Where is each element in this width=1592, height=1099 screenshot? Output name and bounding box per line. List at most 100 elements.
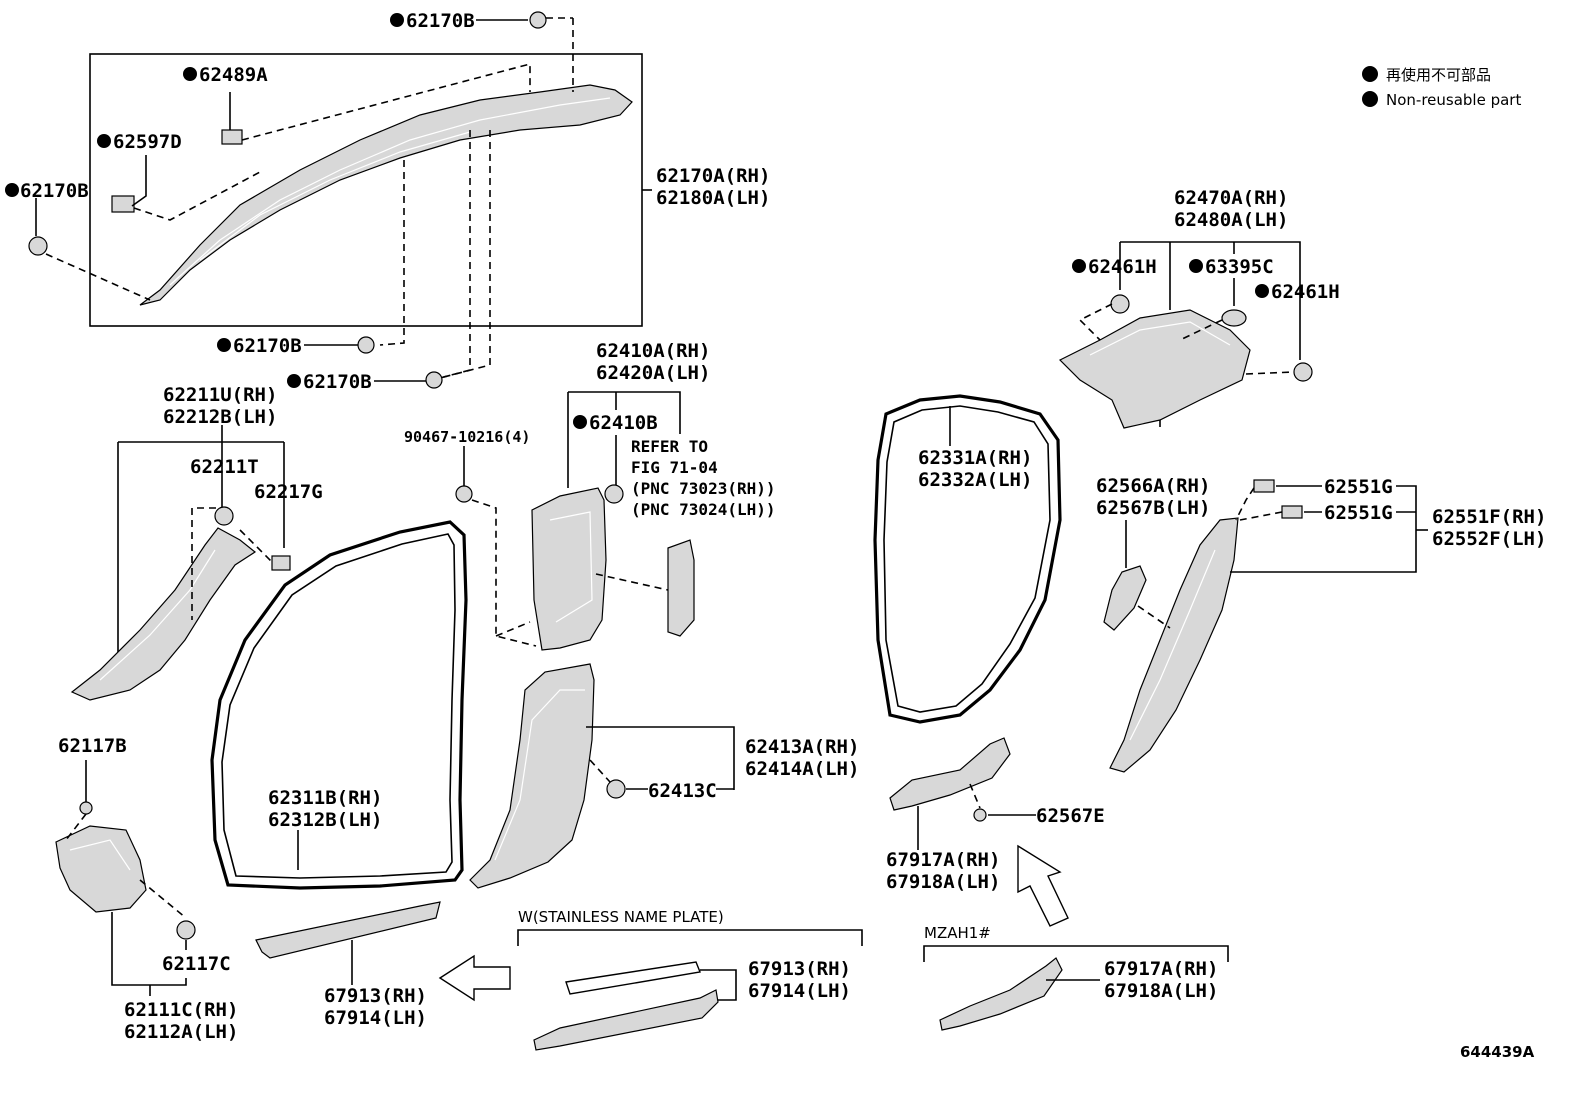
clip-62489A bbox=[221, 129, 243, 145]
front-door-weatherstrip bbox=[210, 520, 468, 890]
arrow-left-icon bbox=[438, 954, 511, 1002]
rear-pillar-group bbox=[1103, 479, 1428, 773]
label-62311B-rh: 62311B(RH) bbox=[268, 787, 382, 809]
label-62470A-rh: 62470A(RH) bbox=[1174, 187, 1288, 209]
arrow-up-icon bbox=[1017, 844, 1069, 927]
clip-62413C bbox=[606, 779, 626, 799]
center-pillar-upper-garnish-part bbox=[531, 487, 607, 651]
label-62410B: 62410B bbox=[589, 412, 658, 434]
label-refer-2: FIG 71-04 bbox=[631, 458, 718, 477]
label-62551G-a: 62551G bbox=[1324, 476, 1393, 498]
center-pillar-lower-group bbox=[469, 663, 735, 889]
clip-62461H-a bbox=[1110, 294, 1130, 314]
label-62170B-top: 62170B bbox=[406, 10, 475, 32]
front-pillar-garnish-part bbox=[70, 527, 257, 701]
label-62112A-lh: 62112A(LH) bbox=[124, 1021, 238, 1043]
label-62414A-lh: 62414A(LH) bbox=[745, 758, 859, 780]
label-62111C-rh: 62111C(RH) bbox=[124, 999, 238, 1021]
fastener-62170B-left bbox=[28, 198, 48, 256]
rear-scuff-plate-mzah-part bbox=[939, 957, 1063, 1031]
label-62170A-rh: 62170A(RH) bbox=[656, 165, 770, 187]
clip-62217G bbox=[271, 555, 291, 571]
label-62211U-rh: 62211U(RH) bbox=[163, 384, 277, 406]
label-62117B: 62117B bbox=[58, 735, 127, 757]
label-62332A-lh: 62332A(LH) bbox=[918, 469, 1032, 491]
rear-pillar-garnish-part bbox=[1109, 517, 1239, 773]
non-reusable-bullet-icon bbox=[183, 67, 197, 81]
label-62461H-b: 62461H bbox=[1271, 281, 1340, 303]
label-62170B-mid2: 62170B bbox=[303, 371, 372, 393]
non-reusable-bullet-icon bbox=[287, 374, 301, 388]
rear-door-weatherstrip bbox=[873, 394, 1062, 724]
label-62212B-lh: 62212B(LH) bbox=[163, 406, 277, 428]
clip-63395C bbox=[1221, 309, 1247, 327]
cowl-side-trim-part bbox=[55, 825, 147, 913]
mzah-group bbox=[923, 945, 1229, 1031]
label-90467: 90467-10216(4) bbox=[404, 428, 530, 446]
label-63395C: 63395C bbox=[1205, 256, 1274, 278]
clip-62551G-b bbox=[1281, 505, 1303, 519]
clip-62597D bbox=[111, 195, 135, 213]
label-refer-4: (PNC 73024(LH)) bbox=[631, 500, 776, 519]
label-62211T: 62211T bbox=[190, 456, 259, 478]
stainless-plate-group bbox=[517, 929, 863, 1051]
label-62552F-lh: 62552F(LH) bbox=[1432, 528, 1546, 550]
center-pillar-lower-garnish-part bbox=[469, 663, 595, 889]
label-67917A-rh-a: 67917A(RH) bbox=[886, 849, 1000, 871]
non-reusable-bullet-icon bbox=[1189, 259, 1203, 273]
label-62170B-left: 62170B bbox=[20, 180, 89, 202]
non-reusable-bullet-icon bbox=[573, 415, 587, 429]
roof-rail-group bbox=[45, 18, 652, 379]
label-62117C: 62117C bbox=[162, 953, 231, 975]
roof-side-rail-part bbox=[139, 84, 633, 306]
clip-62410B bbox=[604, 484, 624, 504]
non-reusable-bullet-icon bbox=[1362, 66, 1378, 82]
rear-roof-side-group bbox=[1058, 241, 1313, 429]
label-67914-lh-a: 67914(LH) bbox=[324, 1007, 427, 1029]
clip-62461H-b bbox=[1293, 362, 1313, 382]
rear-roof-side-garnish-part bbox=[1058, 309, 1251, 429]
label-w-stainless: W(STAINLESS NAME PLATE) bbox=[518, 908, 724, 926]
seat-belt-guide-part bbox=[667, 539, 695, 637]
non-reusable-bullet-icon bbox=[5, 183, 19, 197]
label-67913-rh-b: 67913(RH) bbox=[748, 958, 851, 980]
legend-jp: 再使用不可部品 bbox=[1386, 66, 1491, 84]
label-62567E: 62567E bbox=[1036, 805, 1105, 827]
label-62566A-rh: 62566A(RH) bbox=[1096, 475, 1210, 497]
fastener-62170B-top bbox=[476, 11, 573, 29]
clip-62567E bbox=[973, 808, 987, 822]
clip-62117C bbox=[176, 920, 196, 940]
legend-en: Non-reusable part bbox=[1386, 91, 1521, 109]
clip-62551G-a bbox=[1253, 479, 1275, 493]
rear-scuff-plate-group bbox=[889, 737, 1069, 927]
non-reusable-bullet-icon bbox=[217, 338, 231, 352]
label-62551G-b: 62551G bbox=[1324, 502, 1393, 524]
label-62461H-a: 62461H bbox=[1088, 256, 1157, 278]
label-67917A-rh-b: 67917A(RH) bbox=[1104, 958, 1218, 980]
center-pillar-upper-group bbox=[455, 391, 695, 651]
label-62413A-rh: 62413A(RH) bbox=[745, 736, 859, 758]
label-67918A-lh-b: 67918A(LH) bbox=[1104, 980, 1218, 1002]
label-62170B-mid1: 62170B bbox=[233, 335, 302, 357]
rear-scuff-plate-part bbox=[889, 737, 1011, 811]
label-62551F-rh: 62551F(RH) bbox=[1432, 506, 1546, 528]
label-refer-1: REFER TO bbox=[631, 437, 708, 456]
label-62410A-rh: 62410A(RH) bbox=[596, 340, 710, 362]
bolt-90467 bbox=[455, 485, 473, 503]
fastener-62170B-mid2 bbox=[374, 371, 443, 389]
non-reusable-bullet-icon bbox=[1255, 284, 1269, 298]
label-62420A-lh: 62420A(LH) bbox=[596, 362, 710, 384]
non-reusable-bullet-icon bbox=[1072, 259, 1086, 273]
rear-door-scuff-part bbox=[1103, 565, 1147, 631]
label-62312B-lh: 62312B(LH) bbox=[268, 809, 382, 831]
cowl-side-group bbox=[55, 760, 196, 996]
label-refer-3: (PNC 73023(RH)) bbox=[631, 479, 776, 498]
front-scuff-plate-group bbox=[255, 901, 511, 1002]
legend: 再使用不可部品 Non-reusable part bbox=[1362, 66, 1521, 109]
non-reusable-bullet-icon bbox=[390, 13, 404, 27]
scuff-plate-with-nameplate-part bbox=[533, 989, 719, 1051]
label-mzah: MZAH1# bbox=[924, 924, 991, 942]
label-62597D: 62597D bbox=[113, 131, 182, 153]
non-reusable-bullet-icon bbox=[97, 134, 111, 148]
